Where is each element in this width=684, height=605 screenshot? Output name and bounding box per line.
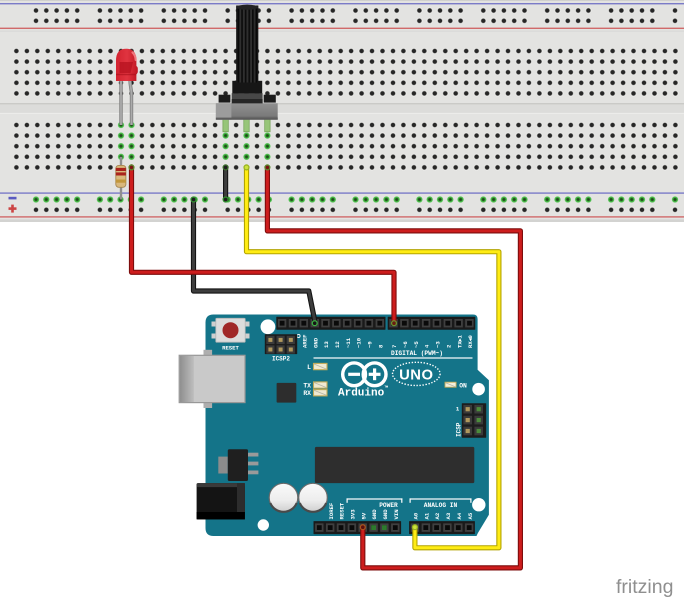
svg-text:5V: 5V xyxy=(360,512,367,519)
svg-text:RX◂0: RX◂0 xyxy=(467,334,474,348)
svg-text:fritzing: fritzing xyxy=(616,576,673,598)
svg-text:A2: A2 xyxy=(434,512,441,519)
svg-text:ICSP2: ICSP2 xyxy=(272,355,290,362)
svg-text:L: L xyxy=(307,364,311,371)
svg-text:1: 1 xyxy=(456,406,460,413)
svg-text:POWER: POWER xyxy=(379,502,398,509)
svg-text:Arduino: Arduino xyxy=(338,388,385,400)
svg-text:RESET: RESET xyxy=(222,345,239,352)
svg-text:™: ™ xyxy=(385,385,389,392)
svg-text:VIN: VIN xyxy=(393,509,400,519)
svg-text:UNO: UNO xyxy=(399,367,433,383)
svg-text:TX▸1: TX▸1 xyxy=(456,334,463,348)
svg-text:8: 8 xyxy=(377,344,384,348)
svg-text:ANALOG IN: ANALOG IN xyxy=(424,502,458,509)
svg-text:RX: RX xyxy=(303,390,311,397)
svg-text:TX: TX xyxy=(303,383,311,390)
svg-text:A3: A3 xyxy=(445,512,452,519)
svg-text:7: 7 xyxy=(391,345,398,348)
svg-text:IOREF: IOREF xyxy=(328,502,335,519)
svg-text:~10: ~10 xyxy=(356,337,363,348)
svg-text:2: 2 xyxy=(445,344,452,348)
svg-text:~11: ~11 xyxy=(345,337,352,348)
svg-text:~9: ~9 xyxy=(367,341,374,348)
svg-text:GND: GND xyxy=(312,337,319,348)
svg-text:RESET: RESET xyxy=(339,502,346,519)
svg-text:A5: A5 xyxy=(467,512,474,519)
svg-text:~6: ~6 xyxy=(402,341,409,348)
svg-text:12: 12 xyxy=(334,341,341,348)
svg-text:A1: A1 xyxy=(423,512,430,519)
svg-text:ON: ON xyxy=(459,383,467,390)
svg-text:4: 4 xyxy=(424,344,431,348)
svg-text:A4: A4 xyxy=(456,512,463,519)
svg-text:~5: ~5 xyxy=(413,341,420,348)
svg-text:GND: GND xyxy=(382,509,389,520)
svg-text:A0: A0 xyxy=(413,512,420,519)
svg-text:3V3: 3V3 xyxy=(350,509,357,520)
svg-text:DIGITAL (PWM~): DIGITAL (PWM~) xyxy=(391,350,443,357)
svg-text:AREF: AREF xyxy=(301,334,308,348)
svg-text:13: 13 xyxy=(323,341,330,348)
svg-text:GND: GND xyxy=(371,509,378,520)
svg-text:ICSP: ICSP xyxy=(456,422,463,437)
svg-text:~3: ~3 xyxy=(435,341,442,348)
